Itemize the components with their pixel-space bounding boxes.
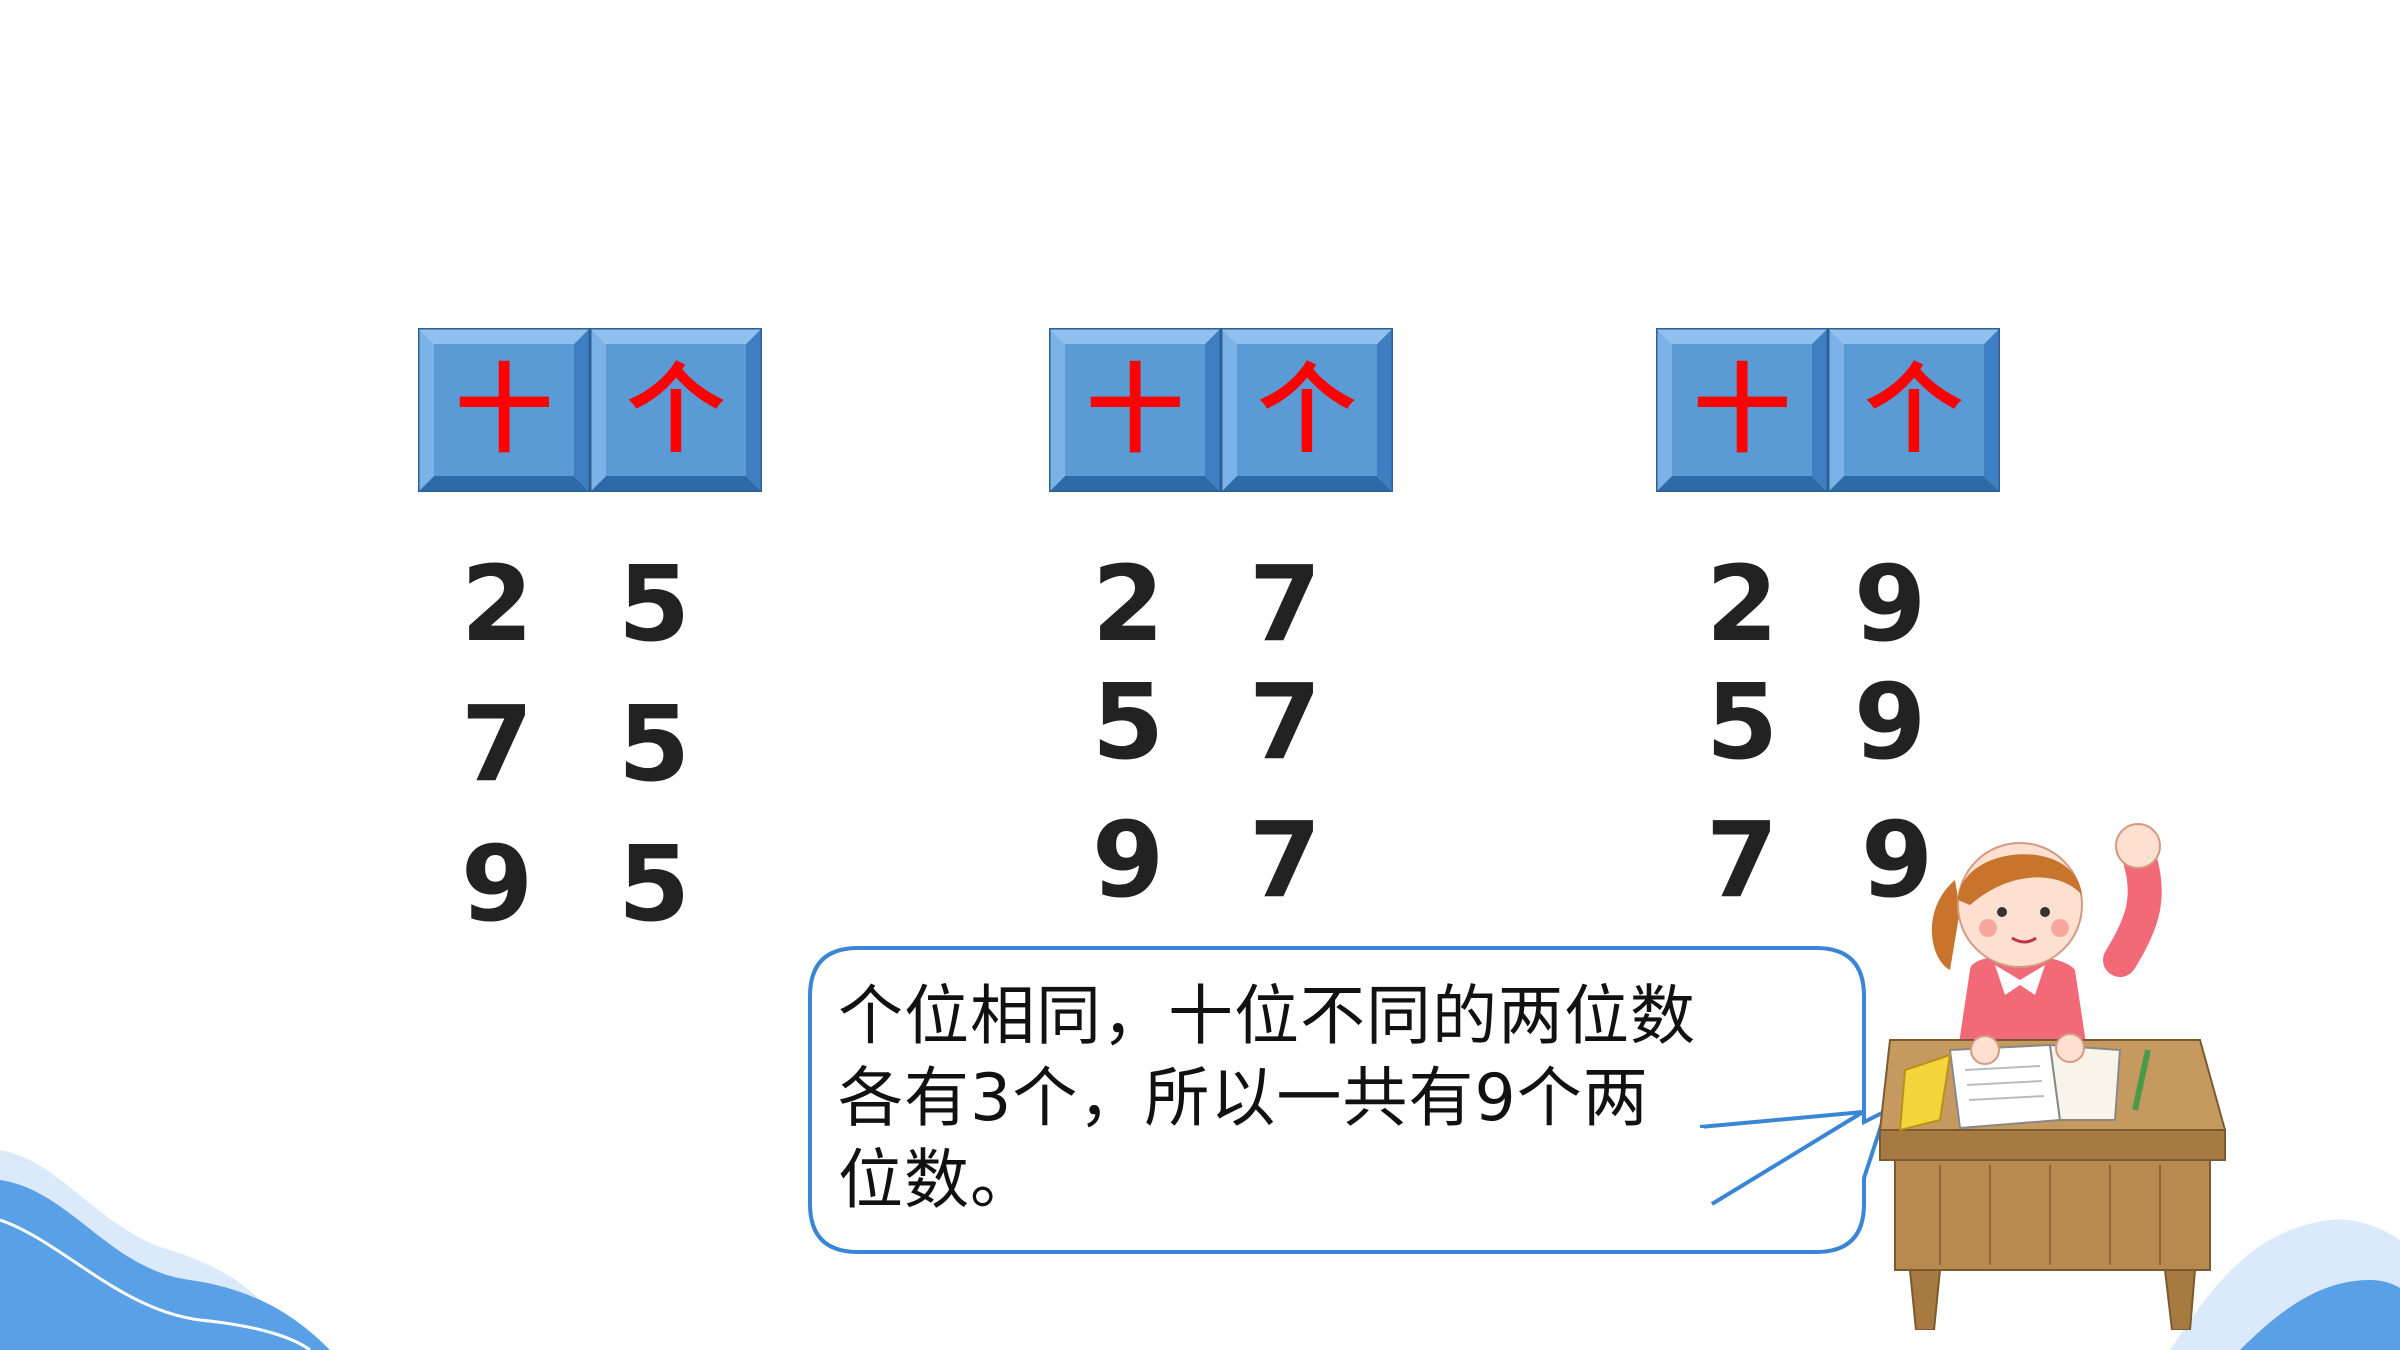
place-value-header-3: 十 个 (1656, 328, 2000, 492)
tens-tile: 十 (1049, 328, 1221, 492)
tens-digit: 2 (1705, 543, 1779, 665)
ones-tile: 个 (590, 328, 762, 492)
tens-digit: 7 (460, 683, 534, 805)
ones-digit: 5 (617, 543, 691, 665)
ones-label: 个 (1259, 354, 1355, 466)
ones-label: 个 (1866, 354, 1962, 466)
place-value-header-1: 十 个 (418, 328, 762, 492)
speech-bubble (808, 946, 1890, 1254)
ones-tile: 个 (1221, 328, 1393, 492)
tens-digit: 7 (1705, 799, 1779, 921)
tens-digit: 5 (1705, 661, 1779, 783)
tens-digit: 2 (1091, 543, 1165, 665)
tens-label: 十 (1694, 354, 1790, 466)
ones-digit: 9 (1853, 543, 1927, 665)
ones-digit: 9 (1860, 799, 1934, 921)
tens-digit: 2 (460, 543, 534, 665)
ones-digit: 5 (617, 823, 691, 945)
ones-digit: 5 (617, 683, 691, 805)
tens-digit: 9 (1091, 799, 1165, 921)
tens-tile: 十 (1656, 328, 1828, 492)
girl-at-desk-illustration (1878, 823, 2227, 1330)
ones-digit: 7 (1248, 543, 1322, 665)
wave-decoration-right (2170, 1219, 2400, 1350)
tens-digit: 5 (1091, 661, 1165, 783)
speech-text: 个位相同，十位不同的两位数各有3个，所以一共有9个两位数。 (838, 979, 1697, 1218)
tens-label: 十 (456, 354, 552, 466)
ones-label: 个 (628, 354, 724, 466)
ones-digit: 9 (1853, 661, 1927, 783)
ones-digit: 7 (1248, 661, 1322, 783)
place-value-header-2: 十 个 (1049, 328, 1393, 492)
speech-bubble-tail (1700, 1110, 1865, 1206)
tens-tile: 十 (418, 328, 590, 492)
ones-digit: 7 (1248, 799, 1322, 921)
wave-decoration-left (0, 1150, 330, 1350)
tens-digit: 9 (460, 823, 534, 945)
tens-label: 十 (1087, 354, 1183, 466)
ones-tile: 个 (1828, 328, 2000, 492)
